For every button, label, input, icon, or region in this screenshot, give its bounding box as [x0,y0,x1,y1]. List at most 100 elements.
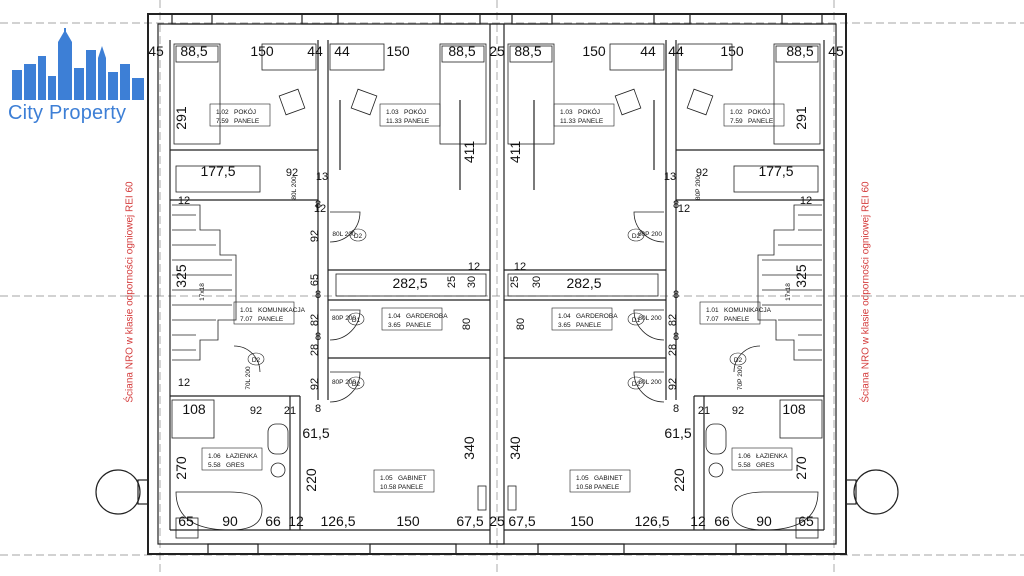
door-spec: 80L 200 [332,231,356,238]
dim-bottom: 90 [222,513,238,529]
dim-interior: 12 [178,377,190,389]
dim-interior: 12 [178,195,190,207]
dim-interior: 411 [507,141,523,164]
dim-interior: 92 [309,230,321,242]
dim-interior: 21 [284,405,296,417]
room-name: GARDEROBA [576,313,618,320]
door-tag-ring [627,376,645,390]
room-area: 5.58 [738,462,751,469]
room-area: 7.59 [730,118,743,125]
door-spec: 80P 200 [638,231,662,238]
room-finish: PANELE [258,316,284,323]
dim-interior: 61,5 [302,425,329,441]
dim-interior: 8 [315,289,321,301]
door-tag-ring [349,228,367,242]
room-name: POKÓJ [578,107,600,116]
room-label-box [379,103,441,127]
dim-interior: 220 [671,468,687,492]
room-area: 7.07 [706,316,719,323]
dim-interior: 12 [468,261,480,273]
dim-interior: 340 [507,436,523,460]
door-tag: D2 [352,381,361,388]
room-finish: GRES [226,462,245,469]
dim-interior: 12 [800,195,812,207]
room-name: ŁAZIENKA [756,453,788,460]
door-tag: D1 [352,317,361,324]
dim-interior: 8 [315,331,321,343]
room-finish: PANELE [576,322,602,329]
dim-bottom: 126,5 [634,513,669,529]
dim-interior: 12 [678,203,690,215]
dim-bottom: 65 [798,513,814,529]
room-area: 5.58 [208,462,221,469]
dim-top: 44 [334,43,350,59]
room-number: 1.02 [216,109,229,116]
dim-interior: 13 [664,171,676,183]
room-finish: PANELE [594,484,620,491]
windows-top [171,13,823,25]
wardrobes [175,165,819,297]
room-number: 1.04 [388,313,401,320]
room-number: 1.04 [558,313,571,320]
exterior-units [95,469,899,515]
room-number: 1.02 [730,109,743,116]
door-spec: 70P 200 [737,366,744,390]
dim-bottom: 12 [690,513,706,529]
door-tag-ring [729,352,747,366]
door-tag: D2 [354,233,363,240]
stairs-spec-right: 17x18 [785,283,792,301]
room-finish: PANELE [404,118,430,125]
door-tag-ring [347,312,365,326]
dim-interior: 282,5 [566,275,601,291]
room-label-box [553,103,615,127]
room-number: 1.01 [706,307,719,314]
room-label-box [731,447,793,471]
stairs-right [757,204,822,361]
room-area: 10.58 [576,484,593,491]
room-label-box [201,447,263,471]
room-number: 1.05 [380,475,393,482]
dim-bottom: 12 [288,513,304,529]
stairs-left [172,204,237,361]
room-label-box [233,301,295,325]
dim-bottom: 126,5 [320,513,355,529]
door-tag-ring [627,312,645,326]
room-area: 3.65 [388,322,401,329]
room-area: 11.33 [560,118,576,125]
dim-interior: 82 [309,314,321,326]
dim-top: 88,5 [786,43,813,59]
dim-bottom: 90 [756,513,772,529]
door-spec: 80P 200 [332,315,356,322]
room-label-box [381,307,443,331]
room-name: GABINET [594,475,623,482]
room-number: 1.06 [208,453,221,460]
dim-top: 88,5 [180,43,207,59]
room-label-right-garderoba: 1.04 GARDEROBA 3.65 PANELE [551,307,618,331]
room-area: 3.65 [558,322,571,329]
room-name: KOMUNIKACJA [724,307,772,314]
dim-interior: 82 [667,314,679,326]
dim-interior: 92 [667,378,679,390]
dim-interior: 21 [698,405,710,417]
room-name: POKÓJ [234,107,256,116]
door-tag-ring [347,376,365,390]
room-finish: PANELE [578,118,604,125]
room-name: KOMUNIKACJA [258,307,306,314]
door-spec: 80P 200 [695,176,702,200]
windows-bottom [207,543,787,555]
door-spec: 80L 200 [638,315,662,322]
dim-interior: 411 [461,141,477,164]
room-label-box [723,103,785,127]
dim-interior: 108 [782,401,806,417]
dim-interior: 65 [309,274,321,286]
party-wall [489,23,505,545]
dim-bottom: 150 [570,513,594,529]
dim-interior: 108 [182,401,206,417]
outer-wall [147,13,847,555]
city-property-logo [8,28,148,128]
dim-interior: 325 [793,264,809,288]
dim-interior: 270 [793,456,809,480]
